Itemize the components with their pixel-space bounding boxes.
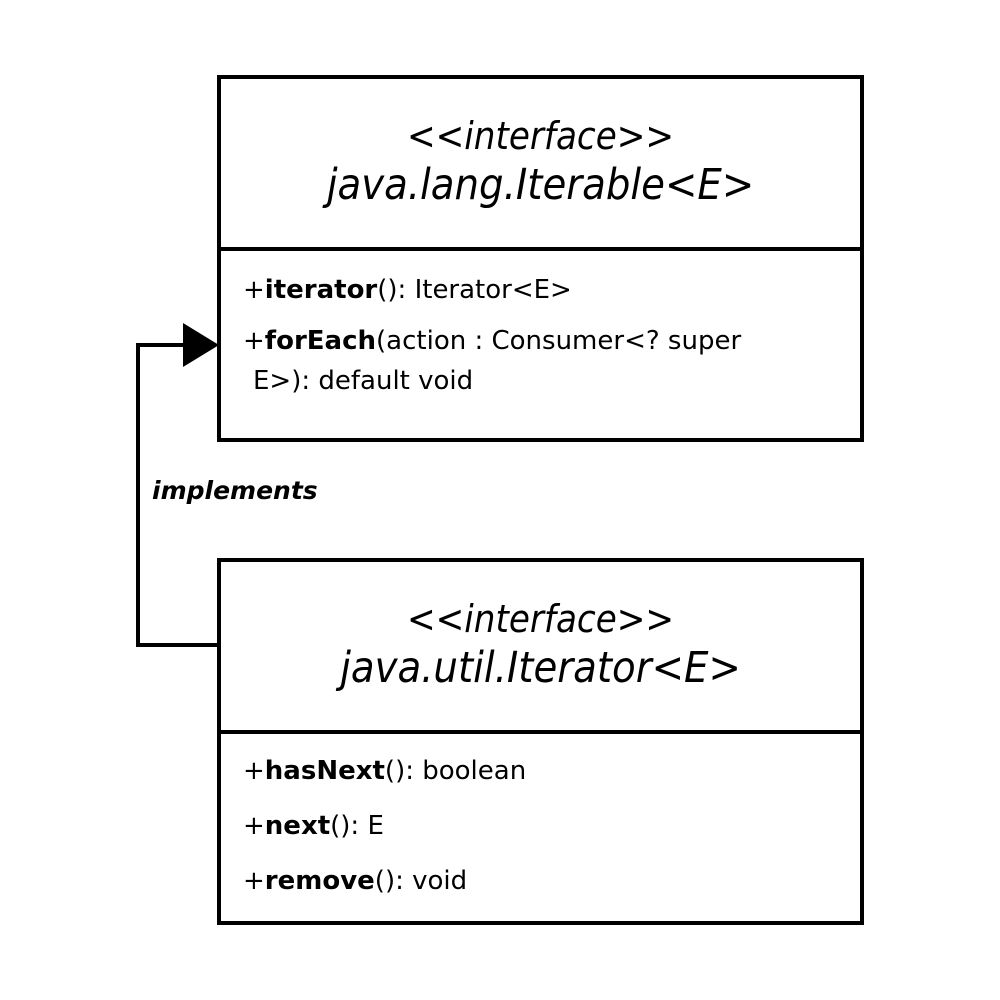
iterator-op-remove: +remove(): void: [243, 866, 468, 896]
op-name: next: [264, 811, 331, 841]
iterable-interface-box[interactable]: <<interface>> java.lang.Iterable<E> +ite…: [217, 75, 864, 442]
iterable-class-name: java.lang.Iterable<E>: [326, 160, 755, 210]
implements-line: [136, 343, 219, 647]
iterator-stereotype: <<interface>>: [406, 597, 675, 642]
iterable-header: <<interface>> java.lang.Iterable<E>: [221, 79, 860, 251]
iterator-class-name: java.util.Iterator<E>: [340, 643, 741, 693]
iterable-stereotype: <<interface>>: [406, 114, 675, 159]
iterator-op-hasnext: +hasNext(): boolean: [243, 756, 527, 786]
arrowhead-icon: [183, 323, 219, 367]
iterator-operations: +hasNext(): boolean +next(): E +remove()…: [221, 734, 860, 900]
op-name: forEach: [264, 326, 377, 356]
iterable-op-iterator: +iterator(): Iterator<E>: [243, 275, 572, 305]
op-name: hasNext: [264, 756, 385, 786]
op-name: remove: [264, 866, 375, 896]
op-name: iterator: [264, 275, 378, 305]
iterator-header: <<interface>> java.util.Iterator<E>: [221, 562, 860, 734]
iterator-op-next: +next(): E: [243, 811, 384, 841]
iterable-operations: +iterator(): Iterator<E> +forEach(action…: [221, 251, 860, 401]
iterator-interface-box[interactable]: <<interface>> java.util.Iterator<E> +has…: [217, 558, 864, 925]
implements-label: implements: [152, 476, 318, 505]
iterable-op-foreach: +forEach(action : Consumer<? super E>): …: [243, 326, 742, 396]
